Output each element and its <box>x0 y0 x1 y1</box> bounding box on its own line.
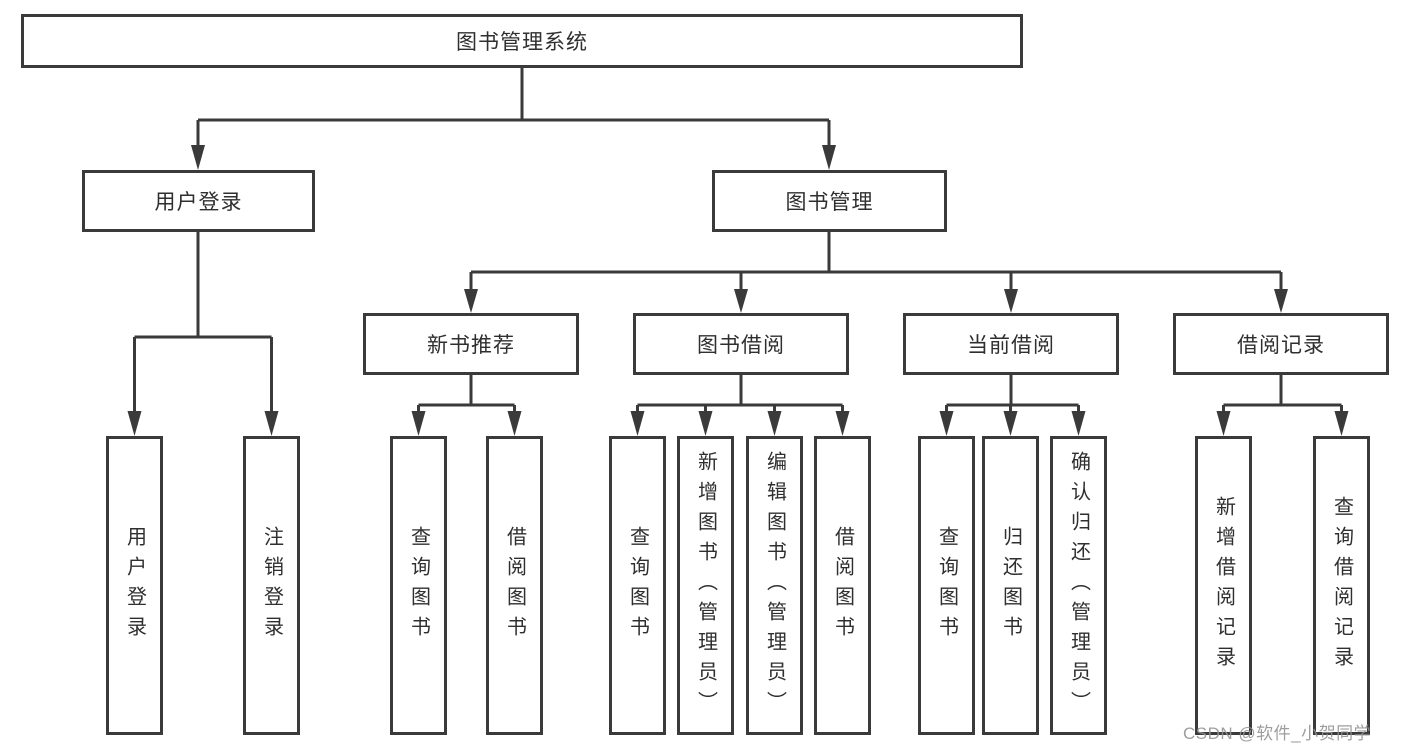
leaf-records-add-record-label: 新增借阅记录 <box>1212 495 1235 676</box>
leaf-borrow-add-books-admin-label: 新增图书（管理员） <box>694 450 717 721</box>
node-new-book-recommend: 新书推荐 <box>363 313 579 375</box>
leaf-borrow-borrow-books-label: 借阅图书 <box>831 525 854 646</box>
leaf-records-query-record: 查询借阅记录 <box>1313 436 1370 735</box>
node-root-system: 图书管理系统 <box>21 14 1023 68</box>
leaf-records-query-record-label: 查询借阅记录 <box>1330 495 1353 676</box>
node-borrow-records: 借阅记录 <box>1173 313 1389 375</box>
node-new-book-recommend-label: 新书推荐 <box>427 334 515 357</box>
leaf-borrow-add-books-admin: 新增图书（管理员） <box>677 436 734 735</box>
node-book-management-label: 图书管理 <box>785 191 874 214</box>
leaf-borrow-borrow-books: 借阅图书 <box>814 436 871 735</box>
leaf-records-add-record: 新增借阅记录 <box>1195 436 1252 735</box>
leaf-newbook-borrow-books: 借阅图书 <box>486 436 543 735</box>
node-current-borrow: 当前借阅 <box>903 313 1119 375</box>
csdn-watermark: CSDN @软件_小贺同学 <box>1183 724 1372 743</box>
leaf-newbook-borrow-books-label: 借阅图书 <box>503 525 526 646</box>
node-book-borrow: 图书借阅 <box>633 313 849 375</box>
leaf-current-return-books: 归还图书 <box>982 436 1039 735</box>
leaf-user-login-label: 用户登录 <box>123 525 146 646</box>
leaf-current-return-books-label: 归还图书 <box>999 525 1022 646</box>
leaf-user-login: 用户登录 <box>106 436 163 735</box>
leaf-current-confirm-return-admin: 确认归还（管理员） <box>1050 436 1107 735</box>
node-user-login: 用户登录 <box>82 170 315 232</box>
leaf-current-query-books: 查询图书 <box>918 436 975 735</box>
leaf-logout-label: 注销登录 <box>260 525 283 646</box>
leaf-borrow-edit-books-admin: 编辑图书（管理员） <box>746 436 803 735</box>
node-borrow-records-label: 借阅记录 <box>1237 334 1325 357</box>
node-book-management: 图书管理 <box>712 170 947 232</box>
leaf-newbook-query-books-label: 查询图书 <box>407 525 430 646</box>
leaf-current-query-books-label: 查询图书 <box>935 525 958 646</box>
leaf-newbook-query-books: 查询图书 <box>390 436 447 735</box>
leaf-borrow-edit-books-admin-label: 编辑图书（管理员） <box>763 450 786 721</box>
leaf-logout: 注销登录 <box>243 436 300 735</box>
node-book-borrow-label: 图书借阅 <box>697 334 785 357</box>
leaf-current-confirm-return-admin-label: 确认归还（管理员） <box>1067 450 1090 721</box>
leaf-borrow-query-books-label: 查询图书 <box>626 525 649 646</box>
node-user-login-label: 用户登录 <box>154 191 243 214</box>
node-root-label: 图书管理系统 <box>456 31 588 54</box>
node-current-borrow-label: 当前借阅 <box>967 334 1055 357</box>
arrowhead-icons <box>127 145 1349 436</box>
leaf-borrow-query-books: 查询图书 <box>609 436 666 735</box>
